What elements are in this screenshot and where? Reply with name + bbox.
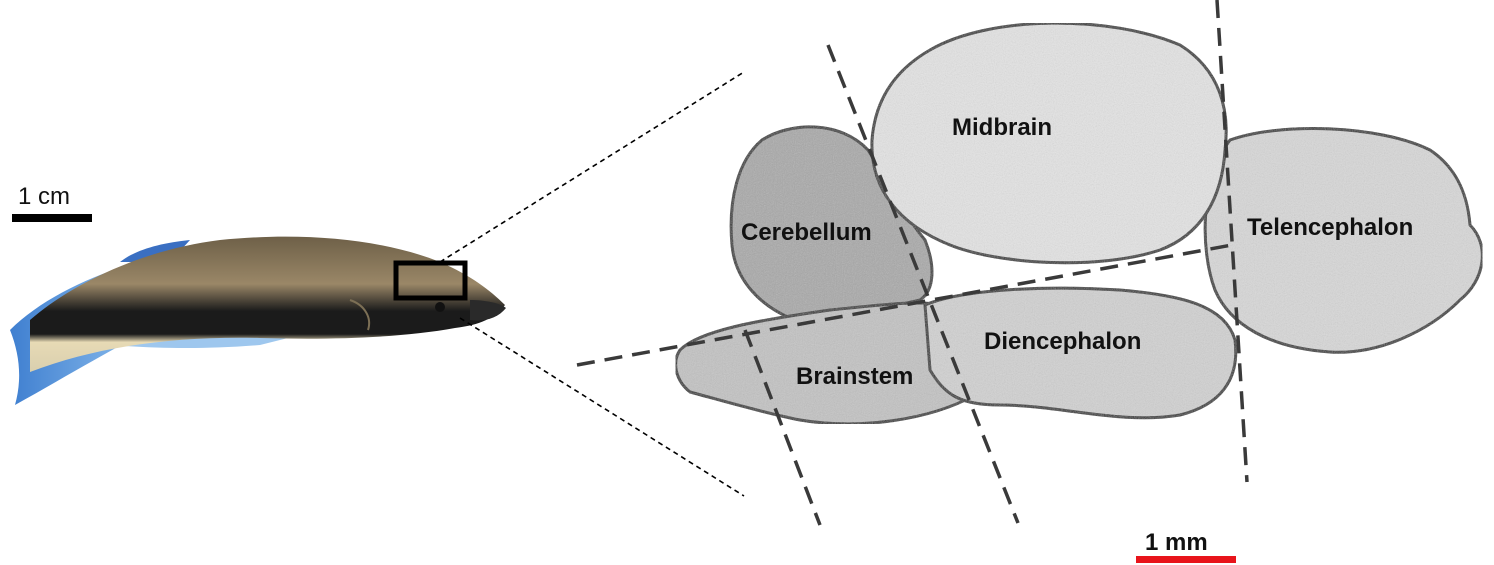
fish-scale-bar: 1 cm <box>12 183 92 222</box>
zoom-box <box>393 260 468 301</box>
brain-scale-label: 1 mm <box>1145 529 1208 556</box>
diencephalon-shape <box>923 286 1238 420</box>
section-line-4 <box>743 329 822 526</box>
zoom-line-upper <box>439 71 745 263</box>
label-cerebellum: Cerebellum <box>741 219 872 246</box>
cleaner-fish-illustration <box>10 236 506 405</box>
label-telencephalon: Telencephalon <box>1247 214 1413 241</box>
label-midbrain: Midbrain <box>952 114 1052 141</box>
fish-scale-line <box>12 214 92 222</box>
section-line-2 <box>1215 0 1249 483</box>
brain-illustration <box>674 21 1484 426</box>
label-brainstem: Brainstem <box>796 363 913 390</box>
label-diencephalon: Diencephalon <box>984 328 1141 355</box>
brain-scale-line <box>1136 556 1236 563</box>
brain-scale-bar: 1 mm <box>1136 529 1236 563</box>
midbrain-shape <box>870 21 1228 265</box>
section-lines <box>576 0 1249 526</box>
telencephalon-shape <box>1203 127 1484 354</box>
fish-snout <box>470 300 506 321</box>
fish-scale-label: 1 cm <box>18 183 70 210</box>
fish-gill <box>349 299 370 331</box>
fish-eye <box>435 302 445 312</box>
zoom-line-lower <box>459 317 745 497</box>
section-line-1 <box>826 44 1020 524</box>
fish-body <box>30 236 505 372</box>
